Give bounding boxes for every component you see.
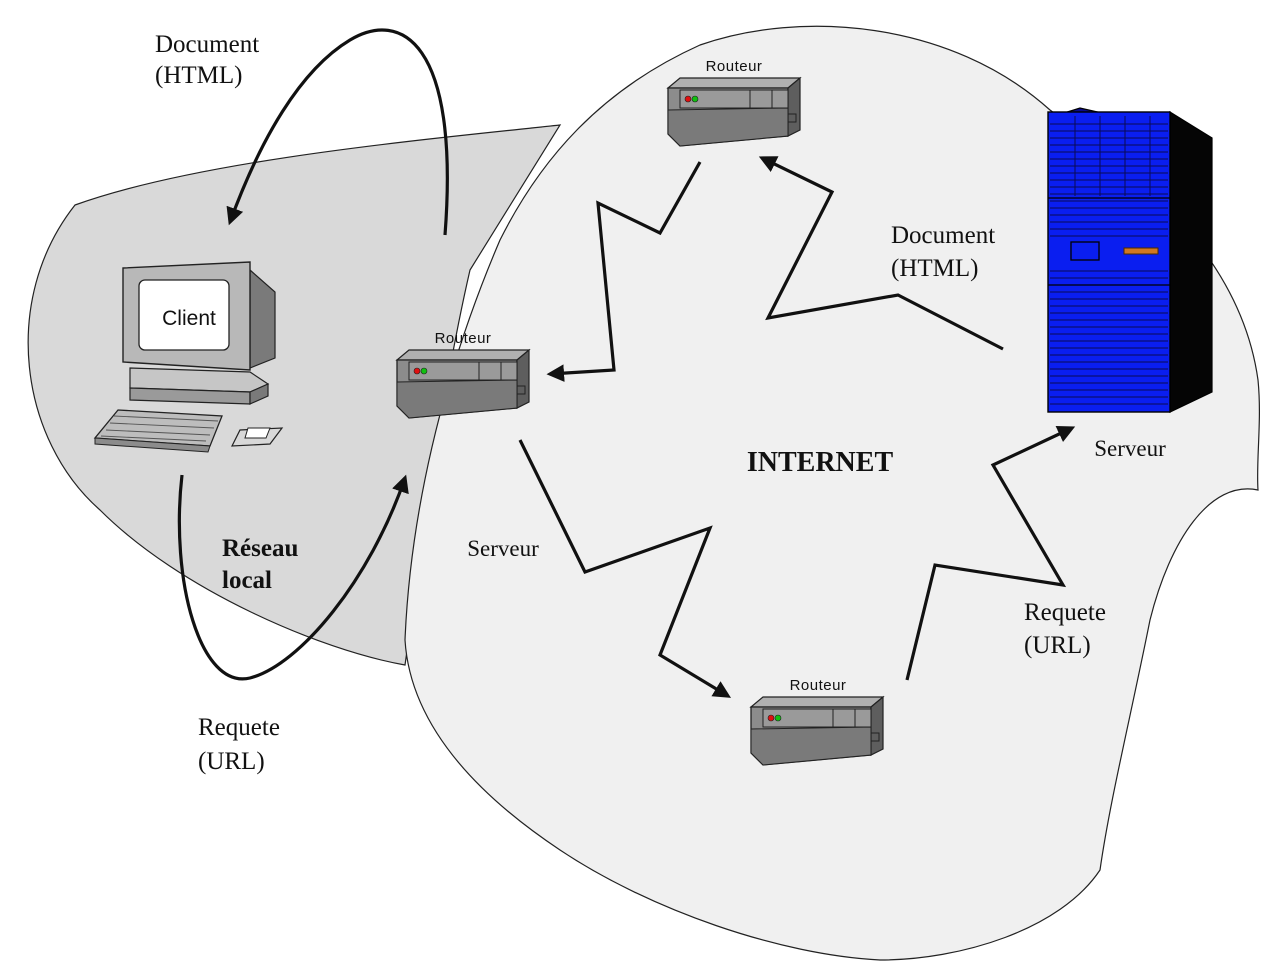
internet-label: INTERNET [747,447,894,478]
link-bottom-router-to-server [905,426,1076,681]
router-bottom-icon [749,695,885,766]
server-icon [1047,107,1213,413]
request-arrow-local [177,474,409,681]
server-label: Serveur [1094,436,1166,461]
document-label-right-line1: Document [891,222,995,249]
router-bottom-label: Routeur [790,677,847,694]
request-label-right-line1: Requete [1024,599,1106,626]
router-local-icon [395,348,531,419]
request-label-right: Requete (URL) [1024,599,1112,659]
local-network-label-line1: Réseau [222,535,298,562]
document-label-right-line2: (HTML) [891,255,978,282]
internet-zone [404,25,1261,961]
local-network-label-line2: local [222,567,272,594]
request-label-bottom-left-line1: Requete [198,714,280,741]
request-label-bottom-left: Requete (URL) [198,714,286,775]
link-server-to-top-router [758,156,1004,351]
document-label-top-left-line1: Document [155,31,259,58]
document-arrow-local [226,28,449,236]
client-computer-icon [93,261,284,453]
router-top-icon [666,76,802,147]
serveur-mid-label: Serveur [467,536,539,561]
local-network-label: Réseau local [222,535,305,594]
document-label-top-left-line2: (HTML) [155,62,242,89]
router-local-label: Routeur [435,330,492,347]
request-label-right-line2: (URL) [1024,632,1091,659]
link-local-router-to-bottom-router [518,439,732,698]
document-label-right: Document (HTML) [891,222,1001,282]
router-top-label: Routeur [706,58,763,75]
document-label-top-left: Document (HTML) [155,31,265,89]
client-screen-label: Client [162,307,216,330]
link-top-router-to-local-router [546,161,702,382]
request-label-bottom-left-line2: (URL) [198,748,265,775]
